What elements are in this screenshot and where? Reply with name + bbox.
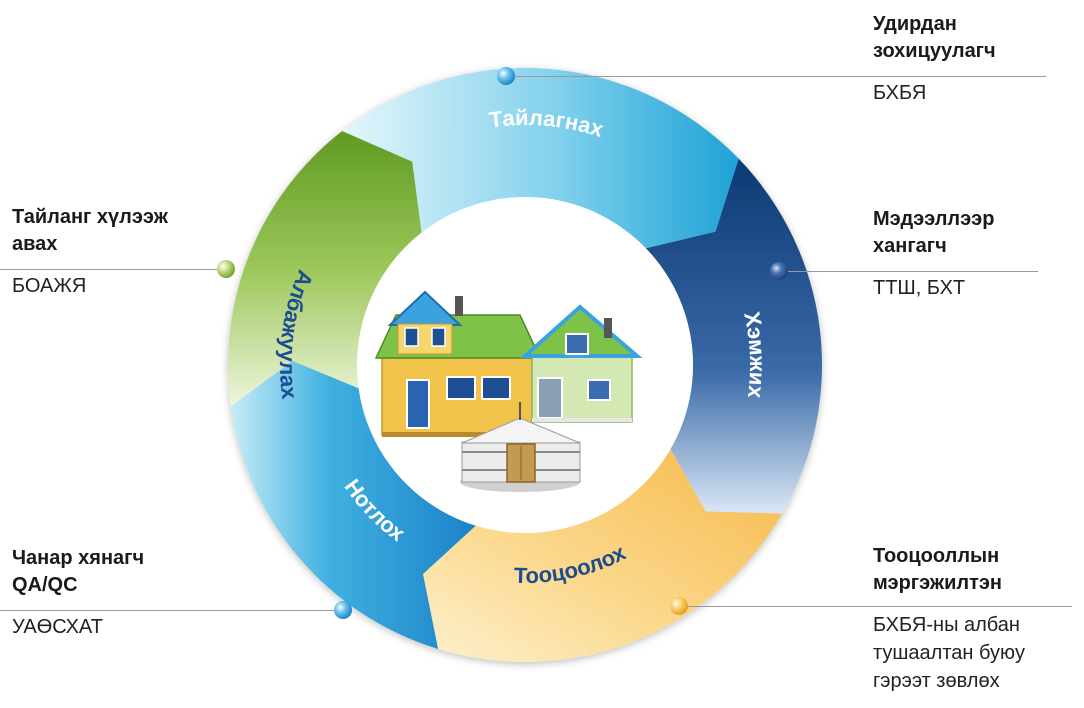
- role-title: зохицуулагч: [873, 40, 996, 62]
- role-org: тушаалтан буюу: [873, 642, 1026, 664]
- segment-notlokh: [230, 360, 476, 650]
- role-title: Чанар хянагч: [12, 547, 145, 569]
- role-report-receiver: Тайланг хүлээж авах БОАЖЯ: [12, 204, 168, 300]
- connector-line-top-right: [515, 76, 1046, 77]
- connector-line-bottom-left: [0, 610, 334, 611]
- role-title: Мэдээллээр: [873, 208, 995, 230]
- role-org: БОАЖЯ: [12, 275, 87, 297]
- role-title: QA/QC: [12, 574, 78, 596]
- segment-tootsoolokh: [423, 449, 783, 662]
- dot-bottom-left: [334, 601, 352, 619]
- dot-bottom-right: [670, 597, 688, 615]
- segment-khemzhikh: [645, 158, 822, 514]
- segment-tailagnakh: [342, 68, 739, 249]
- role-org: ТТШ, БХТ: [873, 277, 966, 299]
- houses-illustration: [374, 290, 643, 492]
- role-calculation-specialist: Тооцооллын мэргэжилтэн БХБЯ-ны албан туш…: [873, 543, 1025, 695]
- role-org: БХБЯ: [873, 82, 927, 104]
- dot-right: [770, 262, 788, 280]
- role-quality-controller: Чанар хянагч QA/QC УАӨСХАТ: [12, 545, 144, 641]
- role-org: УАӨСХАТ: [12, 616, 103, 638]
- role-org: гэрээт зөвлөх: [873, 670, 1000, 692]
- dot-top: [497, 67, 515, 85]
- role-title: мэргэжилтэн: [873, 572, 1003, 594]
- role-title: хангагч: [873, 235, 947, 257]
- segment-albazhuulakh: [227, 130, 422, 407]
- role-title: Тайланг хүлээж: [12, 206, 168, 228]
- role-org: БХБЯ-ны албан: [873, 614, 1020, 636]
- connector-line-top-left: [0, 269, 217, 270]
- role-title: Тооцооллын: [873, 545, 1000, 567]
- connector-line-mid-right: [788, 271, 1038, 272]
- role-data-provider: Мэдээллээр хангагч ТТШ, БХТ: [873, 206, 994, 302]
- dot-left: [217, 260, 235, 278]
- role-title: Удирдан: [873, 13, 957, 35]
- role-regulator: Удирдан зохицуулагч БХБЯ: [873, 11, 996, 107]
- connector-line-bottom-right: [688, 606, 1072, 607]
- role-title: авах: [12, 233, 58, 255]
